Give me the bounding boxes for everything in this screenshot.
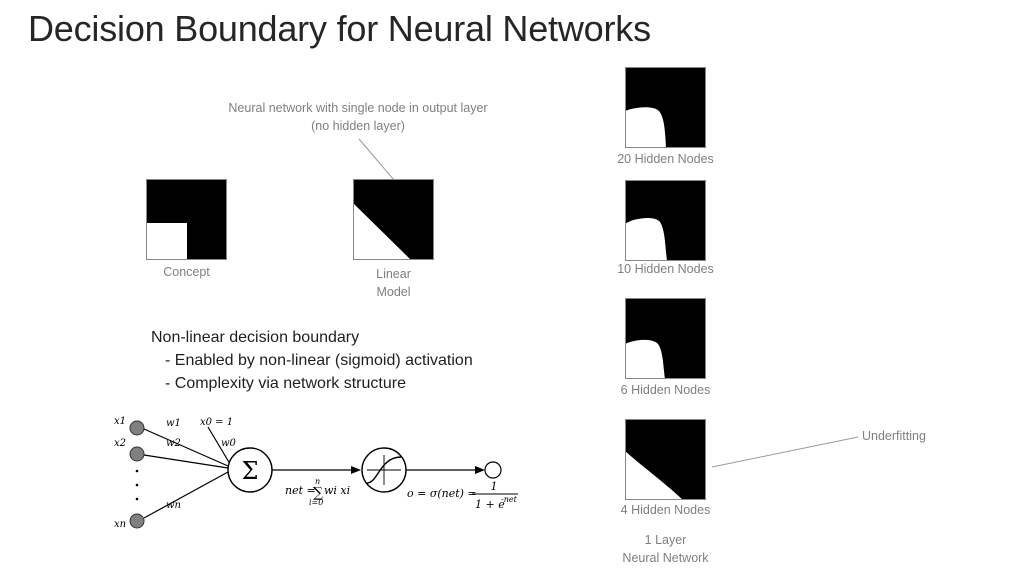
input-node-xn (129, 513, 145, 529)
linear-model-panel (353, 179, 434, 260)
network-caption: 1 Layer Neural Network (600, 531, 731, 567)
input-label-x1: x1 (114, 416, 126, 427)
panel-10-hidden-nodes (625, 180, 706, 261)
sigmoid-curve-icon (366, 456, 402, 484)
output-formula-lhs: o = σ(net) = (407, 487, 477, 500)
linear-white-region (353, 203, 411, 260)
concept-white-region (146, 223, 187, 260)
output-exponent: -net (501, 495, 518, 504)
arrowhead-icon (475, 466, 485, 474)
input-label-x2: x2 (114, 438, 126, 449)
single-node-note-line1: Neural network with single node in outpu… (228, 101, 488, 115)
label-4-hidden-nodes: 4 Hidden Nodes (620, 503, 711, 517)
bullet-item-complexity: - Complexity via network structure (165, 375, 406, 392)
linear-model-label: Linear Model (353, 265, 434, 301)
bias-weight-label: w0 (221, 438, 237, 449)
edge-wn (143, 471, 229, 519)
bias-input-label: x0 = 1 (200, 417, 233, 428)
net-formula-terms: wi xi (324, 484, 350, 497)
ellipsis-dot (135, 483, 139, 487)
weight-label-w1: w1 (166, 418, 181, 429)
single-node-callout-line (358, 138, 395, 181)
bullet-heading: Non-linear decision boundary (151, 329, 360, 346)
underfitting-callout-line (711, 436, 859, 468)
bullet-list: Non-linear decision boundary - Enabled b… (151, 326, 473, 395)
weight-label-wn: wn (166, 500, 181, 511)
panel-4-hidden-nodes (625, 419, 706, 500)
single-node-note: Neural network with single node in outpu… (199, 99, 517, 135)
panel-20-hidden-nodes (625, 67, 706, 148)
linear-model-label-line1: Linear (376, 267, 411, 281)
network-caption-line2: Neural Network (622, 551, 709, 565)
label-6-hidden-nodes: 6 Hidden Nodes (620, 383, 711, 397)
net-sum-bottom: i=0 (309, 498, 323, 507)
input-label-xn: xn (114, 519, 126, 530)
label-10-hidden-nodes: 10 Hidden Nodes (617, 262, 714, 276)
output-denominator: 1 + e (475, 498, 505, 511)
single-node-note-line2: (no hidden layer) (311, 119, 405, 133)
edge-w2 (143, 454, 229, 469)
bullet-item-activation: - Enabled by non-linear (sigmoid) activa… (165, 352, 473, 369)
arrowhead-icon (351, 466, 361, 474)
concept-label: Concept (163, 265, 210, 279)
net-formula-lhs: net = (285, 484, 316, 497)
output-numerator: 1 (491, 480, 498, 493)
edge-w1 (143, 428, 229, 467)
net-sum-symbol: ∑ (313, 485, 323, 501)
input-node-x1 (129, 420, 145, 436)
ellipsis-dot (135, 469, 139, 473)
weight-label-w2: w2 (166, 438, 181, 449)
page-title: Decision Boundary for Neural Networks (28, 8, 651, 49)
input-node-x2 (129, 446, 145, 462)
underfitting-label: Underfitting (862, 429, 926, 443)
panel-6-hidden-nodes (625, 298, 706, 379)
sigma-symbol: Σ (242, 457, 259, 485)
output-node (484, 461, 502, 479)
label-20-hidden-nodes: 20 Hidden Nodes (617, 152, 714, 166)
ellipsis-dot (135, 497, 139, 501)
perceptron-diagram: x1 x2 xn w1 w2 wn x0 = 1 w0 Σ net = n ∑ … (114, 416, 518, 530)
network-caption-line1: 1 Layer (644, 533, 687, 547)
net-sum-top: n (315, 477, 320, 486)
linear-model-label-line2: Model (376, 285, 411, 299)
concept-panel (146, 179, 227, 260)
edge-w0 (207, 426, 231, 465)
